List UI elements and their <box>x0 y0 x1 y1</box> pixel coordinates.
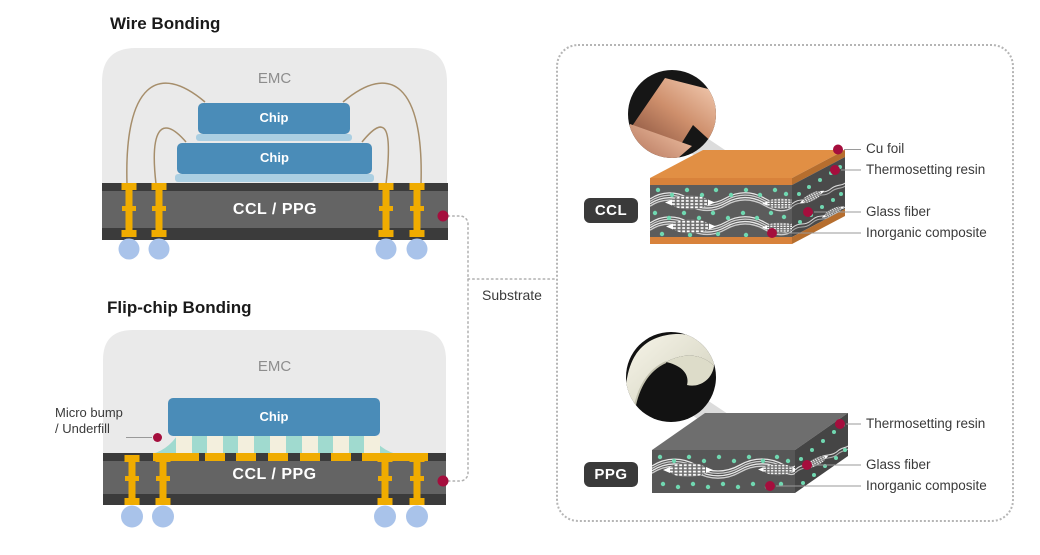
ppg-label-glass-fiber: Glass fiber <box>866 457 931 472</box>
fc-top-traces <box>153 453 428 461</box>
ppg-slab <box>652 413 848 493</box>
wb-die-attach-bottom <box>175 174 374 182</box>
fc-solder-balls <box>121 505 428 528</box>
wire-bonding-title: Wire Bonding <box>110 14 221 33</box>
wb-substrate-label: CCL / PPG <box>232 201 318 218</box>
fc-callout-line2: / Underfill <box>55 421 110 436</box>
flip-chip-title: Flip-chip Bonding <box>107 298 252 317</box>
ppg-label-pointers <box>765 419 861 491</box>
wb-die-attach-top <box>196 134 352 141</box>
ccl-label-cu-foil: Cu foil <box>866 141 905 156</box>
wb-chip-bottom <box>177 143 372 174</box>
ccl-label-glass-fiber: Glass fiber <box>866 204 931 219</box>
ccl-photo-inset <box>628 70 716 158</box>
ppg-label-thermosetting-resin: Thermosetting resin <box>866 416 986 431</box>
ccl-badge: CCL <box>584 198 638 223</box>
flip-chip-diagram <box>103 330 449 528</box>
ccl-illustration <box>628 70 861 244</box>
wb-chip-top-label: Chip <box>259 110 289 125</box>
ccl-slab <box>650 150 845 244</box>
fc-emc-label: EMC <box>257 358 292 375</box>
ccl-label-pointers <box>767 144 861 238</box>
ppg-badge: PPG <box>584 462 638 487</box>
ccl-label-thermosetting-resin: Thermosetting resin <box>866 162 986 177</box>
fc-chip-label: Chip <box>259 409 289 424</box>
substrate-connector-lines <box>447 215 557 482</box>
fc-micro-bumps <box>176 436 380 455</box>
wb-chip-top <box>198 103 350 134</box>
fc-callout-line1: Micro bump <box>55 405 123 420</box>
ppg-label-inorganic-composite: Inorganic composite <box>866 478 987 493</box>
fc-callout-dot <box>153 433 162 442</box>
fc-substrate-label: CCL / PPG <box>232 466 317 483</box>
ppg-glass-fiber-layer <box>652 454 795 490</box>
wb-chip-bottom-label: Chip <box>260 150 289 165</box>
wb-solder-balls <box>118 238 428 260</box>
fc-connector-dot <box>437 475 449 487</box>
ppg-illustration <box>626 332 861 493</box>
ccl-inorganic-dots <box>652 187 789 237</box>
wire-bonding-diagram <box>102 48 449 260</box>
ccl-label-inorganic-composite: Inorganic composite <box>866 225 987 240</box>
wb-bond-wires <box>126 82 422 185</box>
ccl-glass-fiber-layers <box>650 187 792 237</box>
substrate-connector-label: Substrate <box>482 287 542 303</box>
wb-connector-dot <box>437 210 449 222</box>
wb-emc-label: EMC <box>257 70 292 87</box>
ppg-photo-inset <box>626 332 716 422</box>
substrate-detail-box <box>556 44 1014 522</box>
fc-chip <box>168 398 380 436</box>
ppg-inorganic-dots <box>657 454 791 490</box>
